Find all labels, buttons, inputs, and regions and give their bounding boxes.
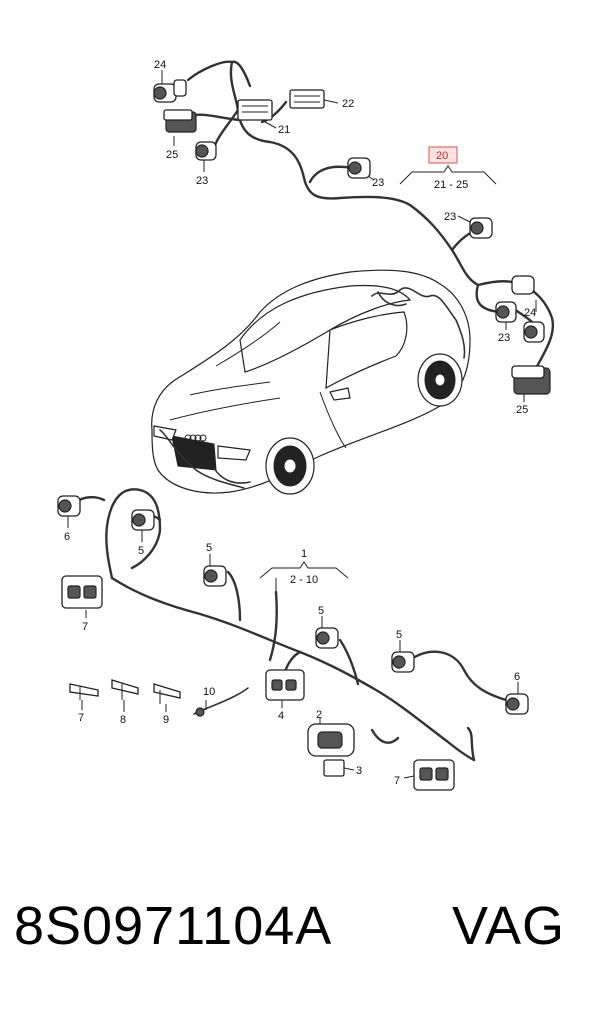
label-7-right: 7: [394, 775, 400, 787]
connector-24-right: [511, 275, 535, 295]
connector-24-right-b: [523, 321, 545, 343]
label-22: 22: [342, 98, 354, 110]
leader-lines-lower: [67, 516, 519, 779]
label-23-top-mid: 23: [372, 177, 384, 189]
part-number: 8S0971104A: [14, 896, 333, 956]
connector-6-right: [505, 693, 529, 715]
connector-23-right-a: [469, 217, 493, 239]
brand-name: VAG: [452, 896, 566, 956]
label-range-21-25: 21 - 25: [434, 179, 468, 191]
connector-4: [265, 669, 305, 701]
label-23-right-b: 23: [498, 332, 510, 344]
part-3-clip: [323, 759, 345, 777]
label-9: 9: [163, 714, 169, 726]
connector-24-upper-left: [153, 79, 187, 103]
connector-25-upper-left: [163, 109, 197, 133]
label-20: 20: [436, 150, 448, 162]
connector-25-right: [511, 365, 551, 395]
connector-21: [237, 99, 273, 121]
callout-labels: 24 25 23 21 22 23 20 21 - 25 23 24 23 25…: [64, 59, 536, 787]
label-8: 8: [120, 714, 126, 726]
connector-5-left: [131, 509, 155, 531]
connector-23-right-b: [495, 301, 517, 323]
connector-7-right: [413, 759, 455, 791]
part-10-cable-tie: [193, 687, 249, 717]
label-3: 3: [356, 765, 362, 777]
label-6-right: 6: [514, 671, 520, 683]
label-23-upper-left: 23: [196, 175, 208, 187]
label-4: 4: [278, 710, 284, 722]
label-7-clip: 7: [78, 712, 84, 724]
connector-22: [289, 89, 325, 109]
label-6-left: 6: [64, 531, 70, 543]
label-24-right: 24: [524, 307, 536, 319]
label-25-upper-left: 25: [166, 149, 178, 161]
car-illustration: [151, 269, 471, 495]
highlight-box-20: [428, 146, 458, 164]
connector-6-left: [57, 495, 81, 517]
label-10: 10: [203, 686, 215, 698]
part-7-clip: [69, 683, 99, 700]
label-7-left: 7: [82, 621, 88, 633]
part-9-clip: [153, 683, 181, 704]
connector-5-mid: [203, 565, 227, 587]
leader-lines-upper: [161, 70, 537, 402]
label-range-2-10: 2 - 10: [290, 574, 318, 586]
brand-rings-logo: [184, 434, 207, 442]
label-25-right: 25: [516, 404, 528, 416]
label-5-left: 5: [138, 545, 144, 557]
connector-2: [307, 723, 355, 757]
rear-wheel: [417, 353, 463, 407]
connector-23-top-mid: [347, 157, 371, 179]
connector-5-center: [315, 627, 339, 649]
connector-7-left: [61, 575, 103, 609]
label-24-upper-left: 24: [154, 59, 166, 71]
connector-5-right: [391, 651, 415, 673]
label-21: 21: [278, 124, 290, 136]
label-5-mid: 5: [206, 542, 212, 554]
part-8-clip: [111, 679, 139, 700]
connector-23-upper-left: [195, 141, 217, 161]
label-1: 1: [301, 548, 307, 560]
label-5-center: 5: [318, 605, 324, 617]
label-2: 2: [316, 709, 322, 721]
label-23-right-a: 23: [444, 211, 456, 223]
front-wheel: [265, 437, 315, 495]
label-5-right: 5: [396, 629, 402, 641]
